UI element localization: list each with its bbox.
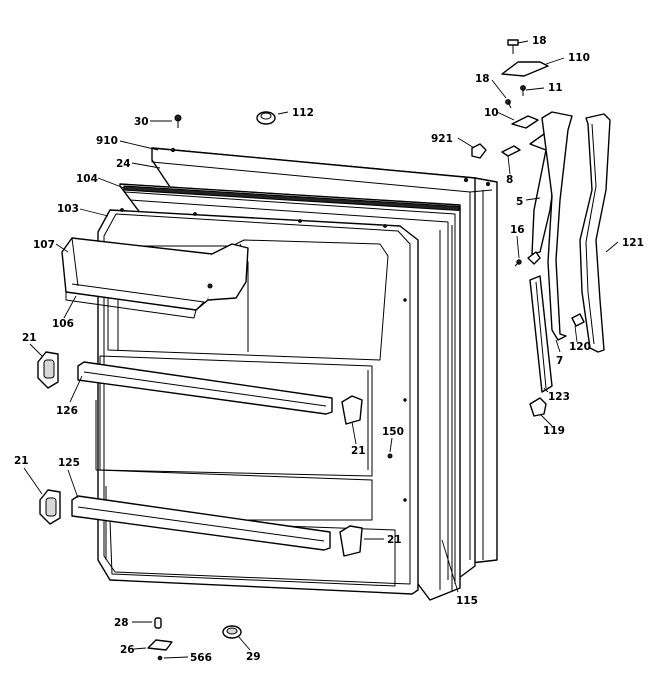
callout-21: 21 (387, 534, 402, 546)
callout-29: 29 (246, 651, 261, 663)
callout-910: 910 (96, 135, 118, 147)
door-handle (579, 113, 611, 353)
leader-lines (23, 40, 619, 659)
callout-103: 103 (57, 203, 79, 215)
callout-21: 21 (22, 332, 37, 344)
callout-123: 123 (548, 391, 570, 403)
callout-24: 24 (116, 158, 131, 170)
callout-112: 112 (292, 107, 314, 119)
callout-26: 26 (120, 644, 135, 656)
door-shelf-bars (71, 361, 333, 551)
callout-21: 21 (14, 455, 29, 467)
callout-566: 566 (190, 652, 212, 664)
part-callouts: 18 110 18 11 10 30 112 910 921 24 104 8 … (14, 35, 644, 664)
callout-921: 921 (431, 133, 453, 145)
hinge-parts (471, 39, 573, 341)
callout-21: 21 (351, 445, 366, 457)
handle-rail-parts (529, 275, 585, 417)
shelf-end-caps (37, 351, 363, 557)
callout-18: 18 (532, 35, 547, 47)
callout-150: 150 (382, 426, 404, 438)
callout-110: 110 (568, 52, 590, 64)
callout-106: 106 (52, 318, 74, 330)
callout-18: 18 (475, 73, 490, 85)
callout-28: 28 (114, 617, 129, 629)
callout-7: 7 (556, 355, 563, 367)
callout-16: 16 (510, 224, 525, 236)
callout-5: 5 (516, 196, 523, 208)
callout-119: 119 (543, 425, 565, 437)
callout-120: 120 (569, 341, 591, 353)
callout-10: 10 (484, 107, 499, 119)
misc-fasteners (147, 111, 393, 661)
callout-125: 125 (58, 457, 80, 469)
callout-11: 11 (548, 82, 563, 94)
callout-126: 126 (56, 405, 78, 417)
callout-104: 104 (76, 173, 98, 185)
callout-115: 115 (456, 595, 478, 607)
callout-107: 107 (33, 239, 55, 251)
dairy-compartment-door (61, 237, 249, 319)
callout-30: 30 (134, 116, 149, 128)
callout-121: 121 (622, 237, 644, 249)
callout-8: 8 (506, 174, 513, 186)
